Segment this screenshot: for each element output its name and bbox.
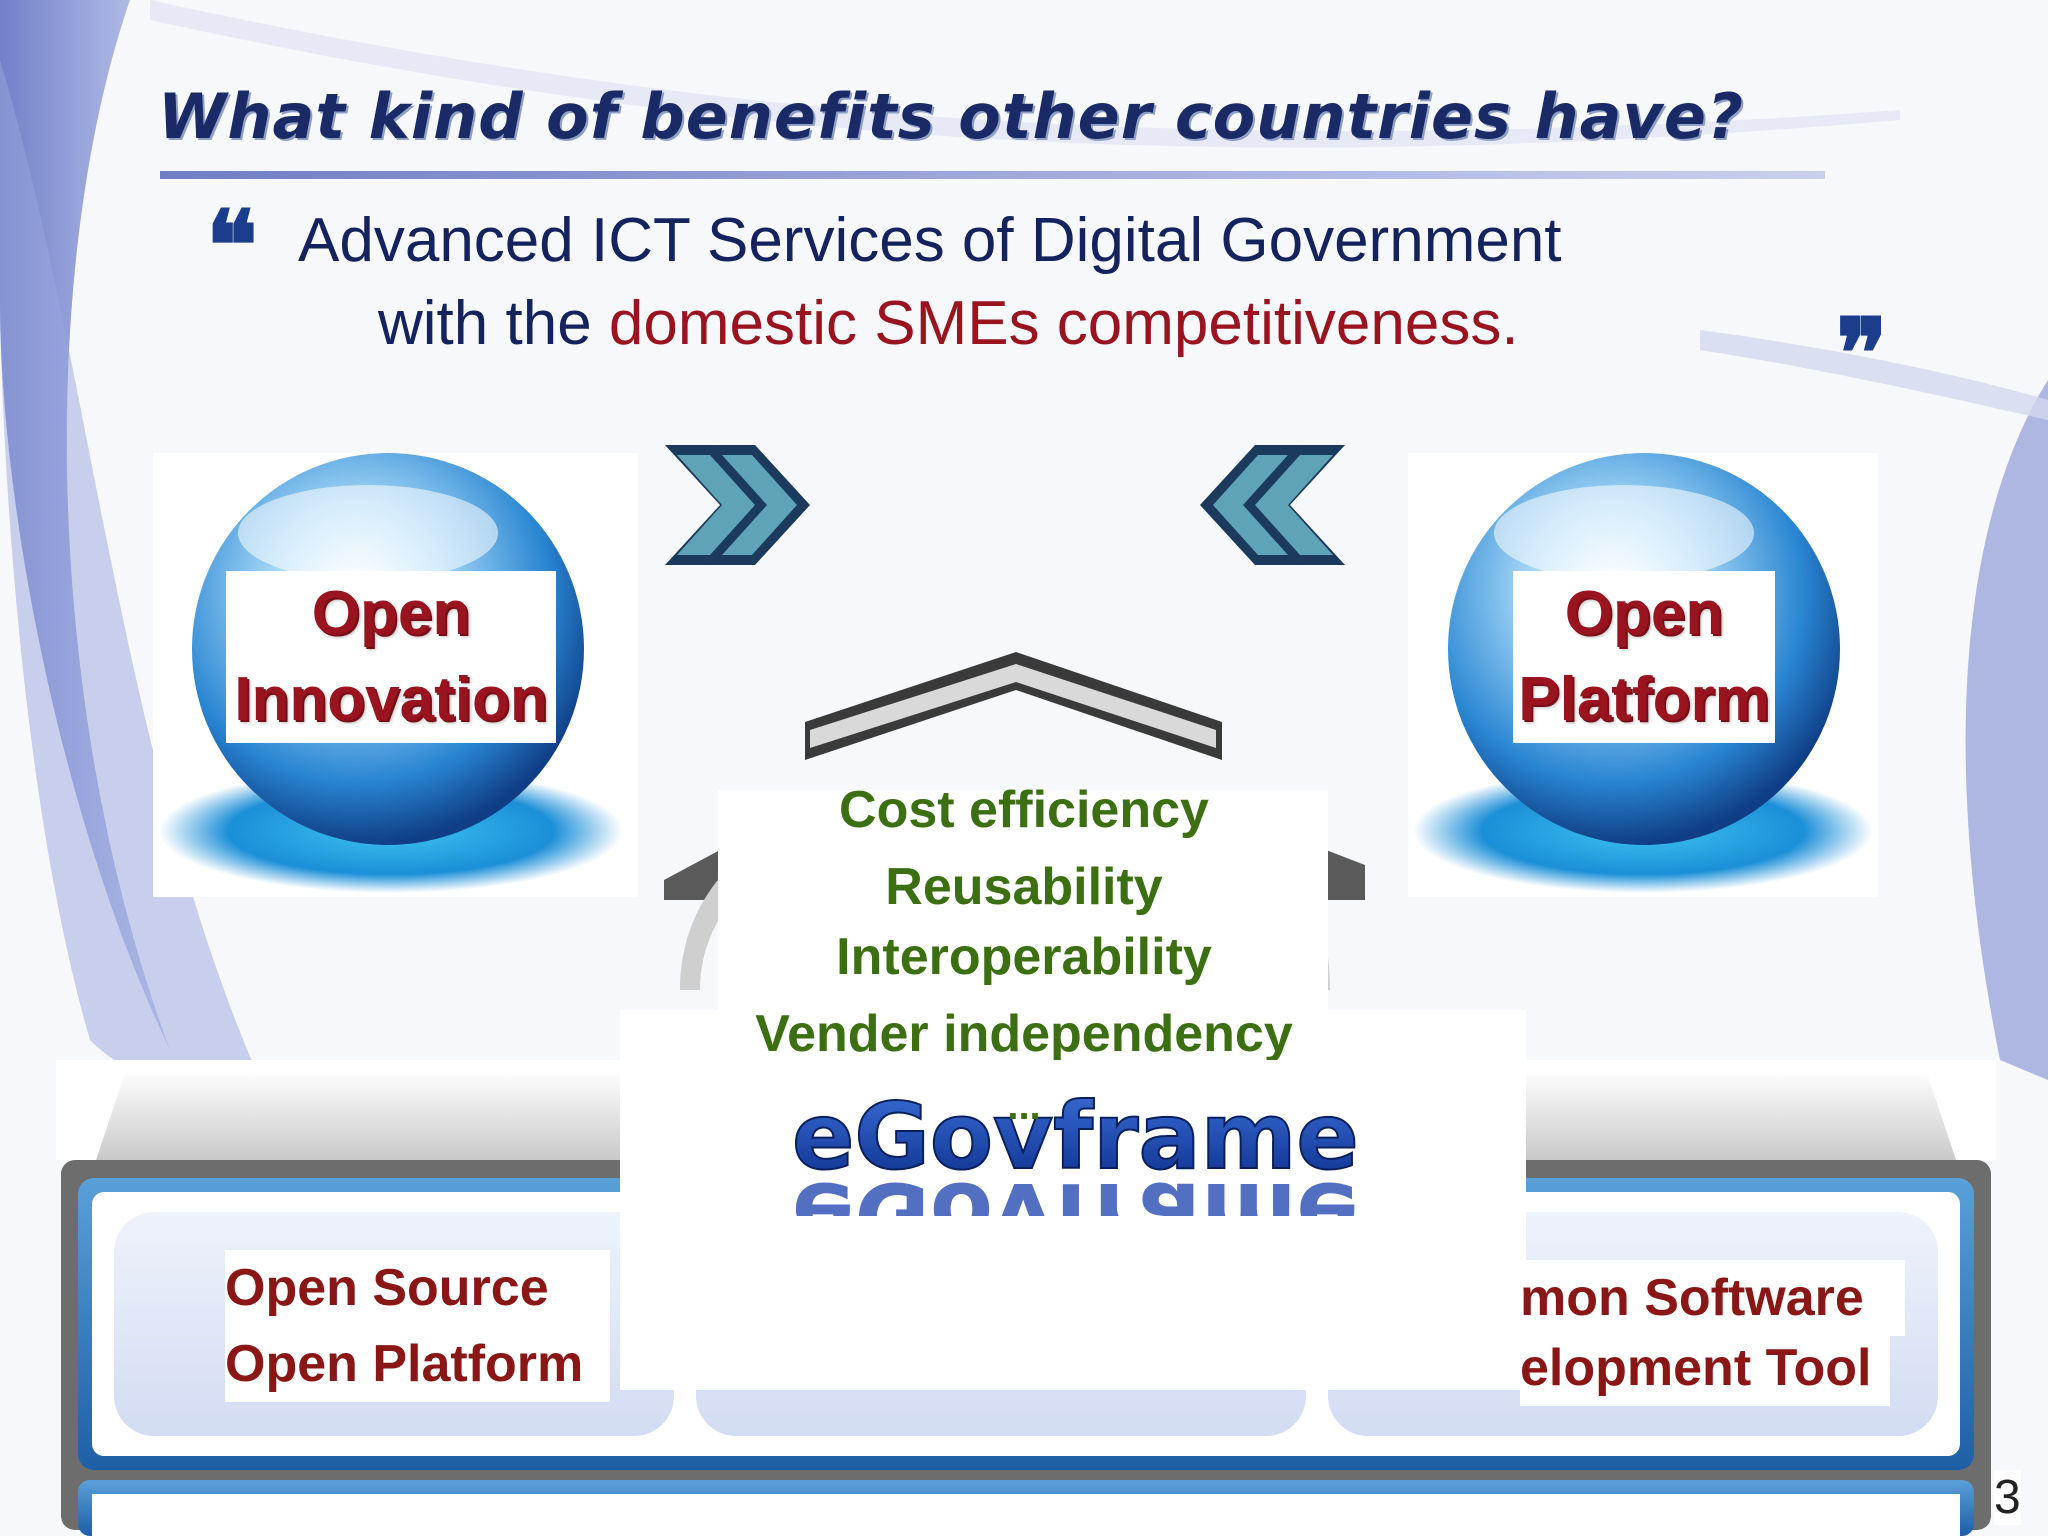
chevron-left-icon: [1200, 445, 1345, 565]
open-quote-icon: ❝: [206, 189, 258, 302]
egovframe-logo-front: eGovframe eGovframe: [790, 1088, 1410, 1228]
sphere-open-innovation: Open Innovation: [153, 453, 638, 897]
benefits-backdrop: [718, 790, 1328, 1030]
benefit-interoperability: Interoperability: [836, 928, 1212, 986]
sphere-right-line-1: Open: [1513, 571, 1775, 657]
sphere-left-line-2: Innovation: [226, 657, 556, 743]
card-left-line-1: Open Source: [225, 1250, 610, 1326]
card-left-line-2: Open Platform: [225, 1326, 610, 1402]
card-right-line-2: elopment Tool: [1520, 1330, 1890, 1406]
benefit-vendor-independency: Vender independency: [755, 1005, 1293, 1063]
subtitle-line-1: Advanced ICT Services of Digital Governm…: [298, 206, 1562, 275]
card-right-line-1: mon Software: [1520, 1260, 1905, 1336]
title-underline: [160, 171, 1825, 179]
chevron-right-icon: [665, 445, 810, 565]
subtitle-line-2: with the domestic SMEs competitiveness.: [378, 288, 1519, 359]
sphere-open-platform: Open Platform: [1408, 453, 1878, 897]
slide-title: What kind of benefits other countries ha…: [158, 80, 1744, 153]
subtitle-accent: domestic SMEs competitiveness.: [608, 289, 1519, 358]
subtitle-prefix: with the: [378, 289, 609, 358]
benefit-ellipsis-front: ...: [1007, 1084, 1041, 1128]
sphere-left-line-1: Open: [226, 571, 556, 657]
benefit-cost-efficiency: Cost efficiency: [839, 781, 1209, 839]
benefit-reusability: Reusability: [885, 858, 1163, 916]
close-quote-icon: ❞: [1836, 297, 1888, 410]
sphere-graphic: [1413, 453, 1873, 893]
page-number: 3: [1994, 1470, 2021, 1525]
logo-text: eGovframe: [792, 1088, 1359, 1190]
sphere-right-line-2: Platform: [1513, 657, 1775, 743]
